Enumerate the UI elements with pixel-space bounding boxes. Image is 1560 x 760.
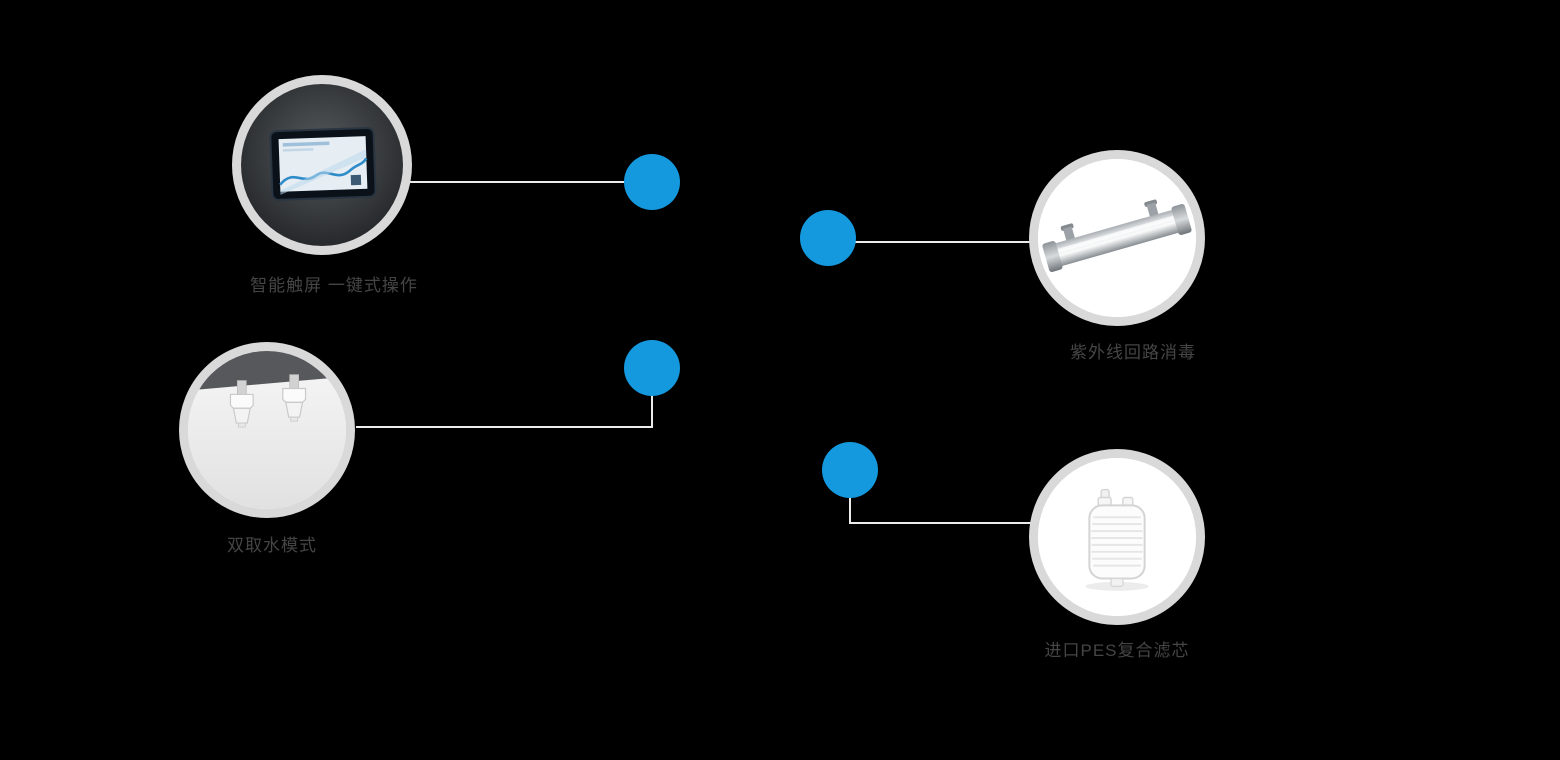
feature-label-touchscreen: 智能触屏 一键式操作 <box>250 276 418 295</box>
uv-sterilizer-tube-photo <box>1038 159 1196 317</box>
pes-filter-capsule-photo <box>1038 458 1196 616</box>
connector-line-dualwater-vertical <box>651 392 653 428</box>
connector-line-pes-vertical <box>849 494 851 524</box>
feature-label-dualwater: 双取水模式 <box>227 536 317 555</box>
feature-image-dualwater <box>179 342 355 518</box>
hotspot-dot-pes <box>822 442 878 498</box>
feature-label-uv: 紫外线回路消毒 <box>1070 343 1196 362</box>
feature-image-pes <box>1029 449 1205 625</box>
dual-water-dispenser-photo <box>188 351 346 509</box>
hotspot-dot-uv <box>800 210 856 266</box>
connector-line-dualwater-horizontal <box>356 426 653 428</box>
hotspot-dot-dualwater <box>624 340 680 396</box>
feature-image-uv <box>1029 150 1205 326</box>
feature-label-pes: 进口PES复合滤芯 <box>1044 641 1190 660</box>
connector-line-uv <box>852 241 1032 243</box>
hotspot-dot-touchscreen <box>624 154 680 210</box>
touchscreen-display-photo <box>241 84 403 246</box>
connector-line-touchscreen <box>408 181 628 183</box>
feature-image-touchscreen <box>232 75 412 255</box>
connector-line-pes-horizontal <box>849 522 1033 524</box>
